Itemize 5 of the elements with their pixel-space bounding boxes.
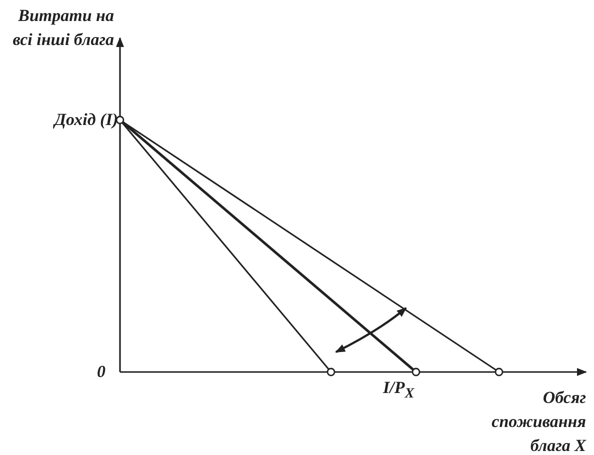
axis-label: 0 [97, 361, 106, 383]
axis-label: Дохід (I) [54, 109, 118, 131]
axis-title: Обсяг споживання блага X [490, 387, 586, 455]
axis-label: I/P$_{X}$ [383, 377, 414, 404]
axis-title: Витрати на всі інші блага [12, 5, 114, 51]
